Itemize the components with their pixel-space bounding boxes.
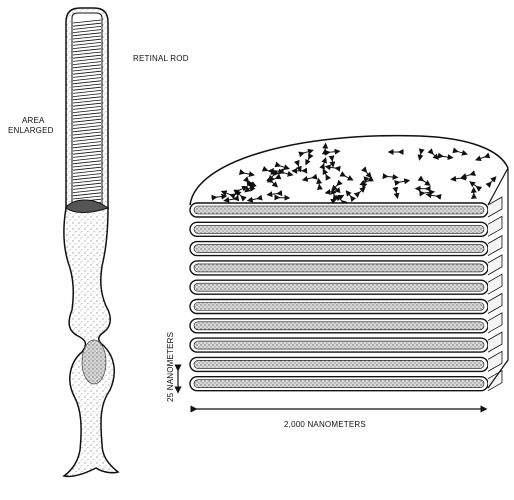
- disk: [190, 371, 502, 391]
- thickness-label: 25 NANOMETERS: [166, 332, 175, 402]
- disk: [190, 216, 502, 236]
- disk: [190, 274, 502, 294]
- retinal-rod-label: RETINAL ROD: [133, 54, 189, 63]
- disk: [190, 313, 502, 333]
- disk-layers: [190, 197, 502, 391]
- disk: [190, 332, 502, 352]
- disk-stack: [190, 136, 508, 391]
- rod-outer-segment: [66, 8, 108, 208]
- width-label: 2,000 NANOMETERS: [284, 420, 366, 429]
- disk: [190, 351, 502, 371]
- enlarged-label: ENLARGED: [8, 126, 54, 135]
- disk: [190, 236, 502, 256]
- disk: [190, 294, 502, 314]
- disk: [190, 255, 502, 275]
- area-label: AREA: [22, 116, 45, 125]
- rod-inner-segment: [64, 200, 118, 476]
- rod-nucleus: [82, 340, 106, 384]
